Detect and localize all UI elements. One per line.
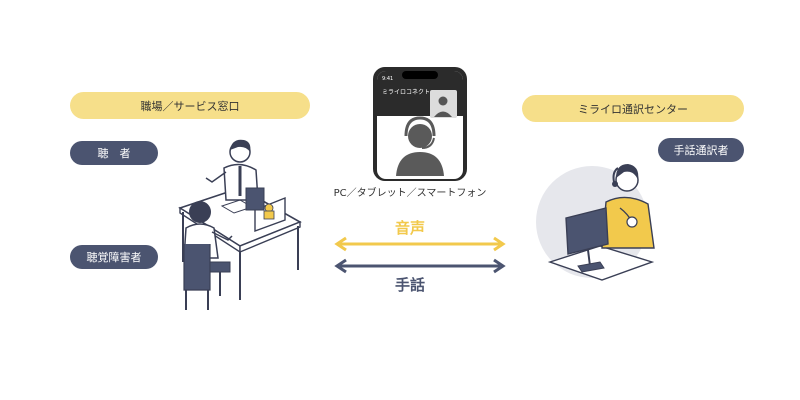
hard-of-hearing-person <box>183 201 233 310</box>
chair <box>183 244 211 291</box>
sign-arrow <box>334 258 506 274</box>
listener-label: 聴 者 <box>70 141 158 165</box>
device-label: PC／タブレット／スマートフォン <box>333 188 487 199</box>
smartphone: 9:41 ミライロコネクト <box>373 67 467 181</box>
sign-language-label: 手話 <box>394 276 425 294</box>
phone-time: 9:41 <box>382 76 393 82</box>
monitor <box>565 207 609 273</box>
workplace-header: 職場／サービス窓口 <box>70 92 310 119</box>
voice-label: 音声 <box>394 219 425 237</box>
interpreter-person <box>601 164 655 249</box>
headset-icon <box>612 181 618 187</box>
listener-person <box>205 139 265 211</box>
operator-silhouette-icon <box>396 116 444 176</box>
interpreter-scene <box>536 164 655 281</box>
phone-app-name: ミライロコネクト <box>382 89 430 96</box>
voice-arrow <box>334 236 506 252</box>
hard-of-hearing-label: 聴覚障害者 <box>70 245 158 269</box>
interpretation-center-header: ミライロ通訳センター <box>522 95 744 122</box>
phone-notch <box>402 71 438 79</box>
sign-interpreter-label: 手話通訳者 <box>658 138 744 162</box>
tablet-on-desk <box>254 196 286 233</box>
chair <box>245 187 265 211</box>
office-scene <box>178 139 302 310</box>
